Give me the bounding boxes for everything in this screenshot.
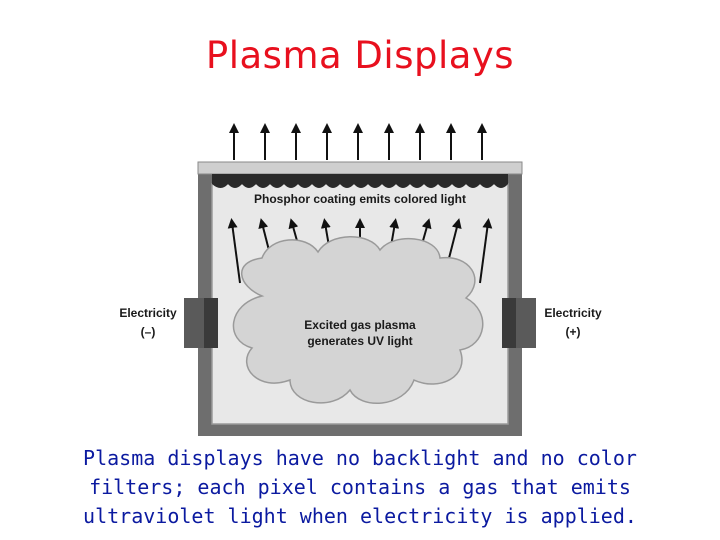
glass-plate (197, 161, 523, 175)
caption-line-1: Plasma displays have no backlight and no… (83, 446, 637, 470)
left-electrode-plate (204, 298, 218, 348)
plasma-label-line1: Excited gas plasma (304, 318, 416, 332)
uv-arrow-9 (479, 218, 493, 284)
frame-bottom-wall (198, 424, 522, 436)
emitted-light-arrows (229, 123, 487, 160)
phosphor-coating (212, 174, 508, 188)
right-electrode-plate (502, 298, 516, 348)
caption-line-2: filters; each pixel contains a gas that … (89, 475, 631, 499)
page-title: Plasma Displays (205, 34, 515, 77)
right-electricity-sign: (+) (566, 325, 581, 339)
caption: Plasma displays have no backlight and no… (70, 444, 650, 531)
plasma-cloud (232, 236, 484, 404)
caption-line-3: ultraviolet light when electricity is ap… (83, 504, 637, 528)
left-electricity-sign: (–) (141, 325, 156, 339)
uv-arrow-1 (227, 218, 241, 284)
left-electricity-label: Electricity (119, 306, 177, 320)
plasma-label-line2: generates UV light (307, 334, 412, 348)
phosphor-label: Phosphor coating emits colored light (254, 192, 466, 206)
right-electricity-label: Electricity (544, 306, 602, 320)
